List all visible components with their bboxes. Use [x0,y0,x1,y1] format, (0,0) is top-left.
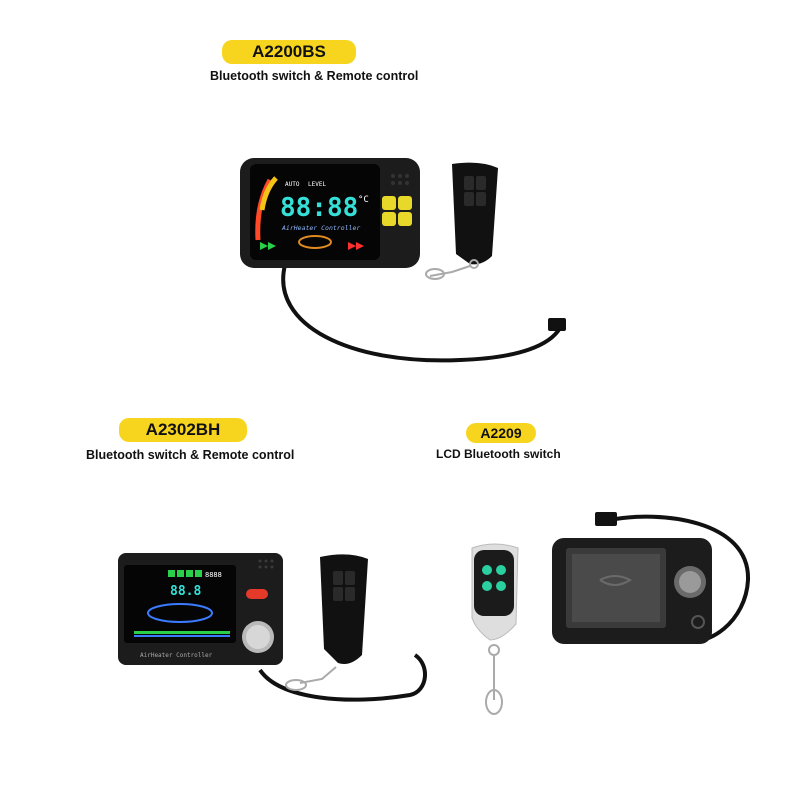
brand-text: AirHeater Controller [140,652,213,659]
model-badge-a2200bs: A2200BS [222,40,356,64]
product-image-a2200bs: AUTO LEVEL 88:88 °C AirHeater Controller [230,150,580,380]
mode-label: AUTO [285,181,300,188]
unit-label: °C [358,195,369,205]
product-description-a2209: LCD Bluetooth switch [436,447,561,461]
model-badge-a2209: A2209 [466,423,536,443]
counter-readout: 8888 [205,571,222,579]
product-image-a2209 [460,500,760,730]
digital-readout: 88:88 [280,193,358,223]
product-description-a2200bs: Bluetooth switch & Remote control [210,69,419,83]
product-description-a2302bh: Bluetooth switch & Remote control [86,448,295,462]
model-badge-a2302bh: A2302BH [119,418,247,442]
digital-readout: 88.8 [170,584,201,599]
product-image-a2302bh: 8888 88.8 AirHeater Controller [110,545,430,715]
level-label: LEVEL [308,181,326,188]
brand-text: AirHeater Controller [281,224,360,232]
